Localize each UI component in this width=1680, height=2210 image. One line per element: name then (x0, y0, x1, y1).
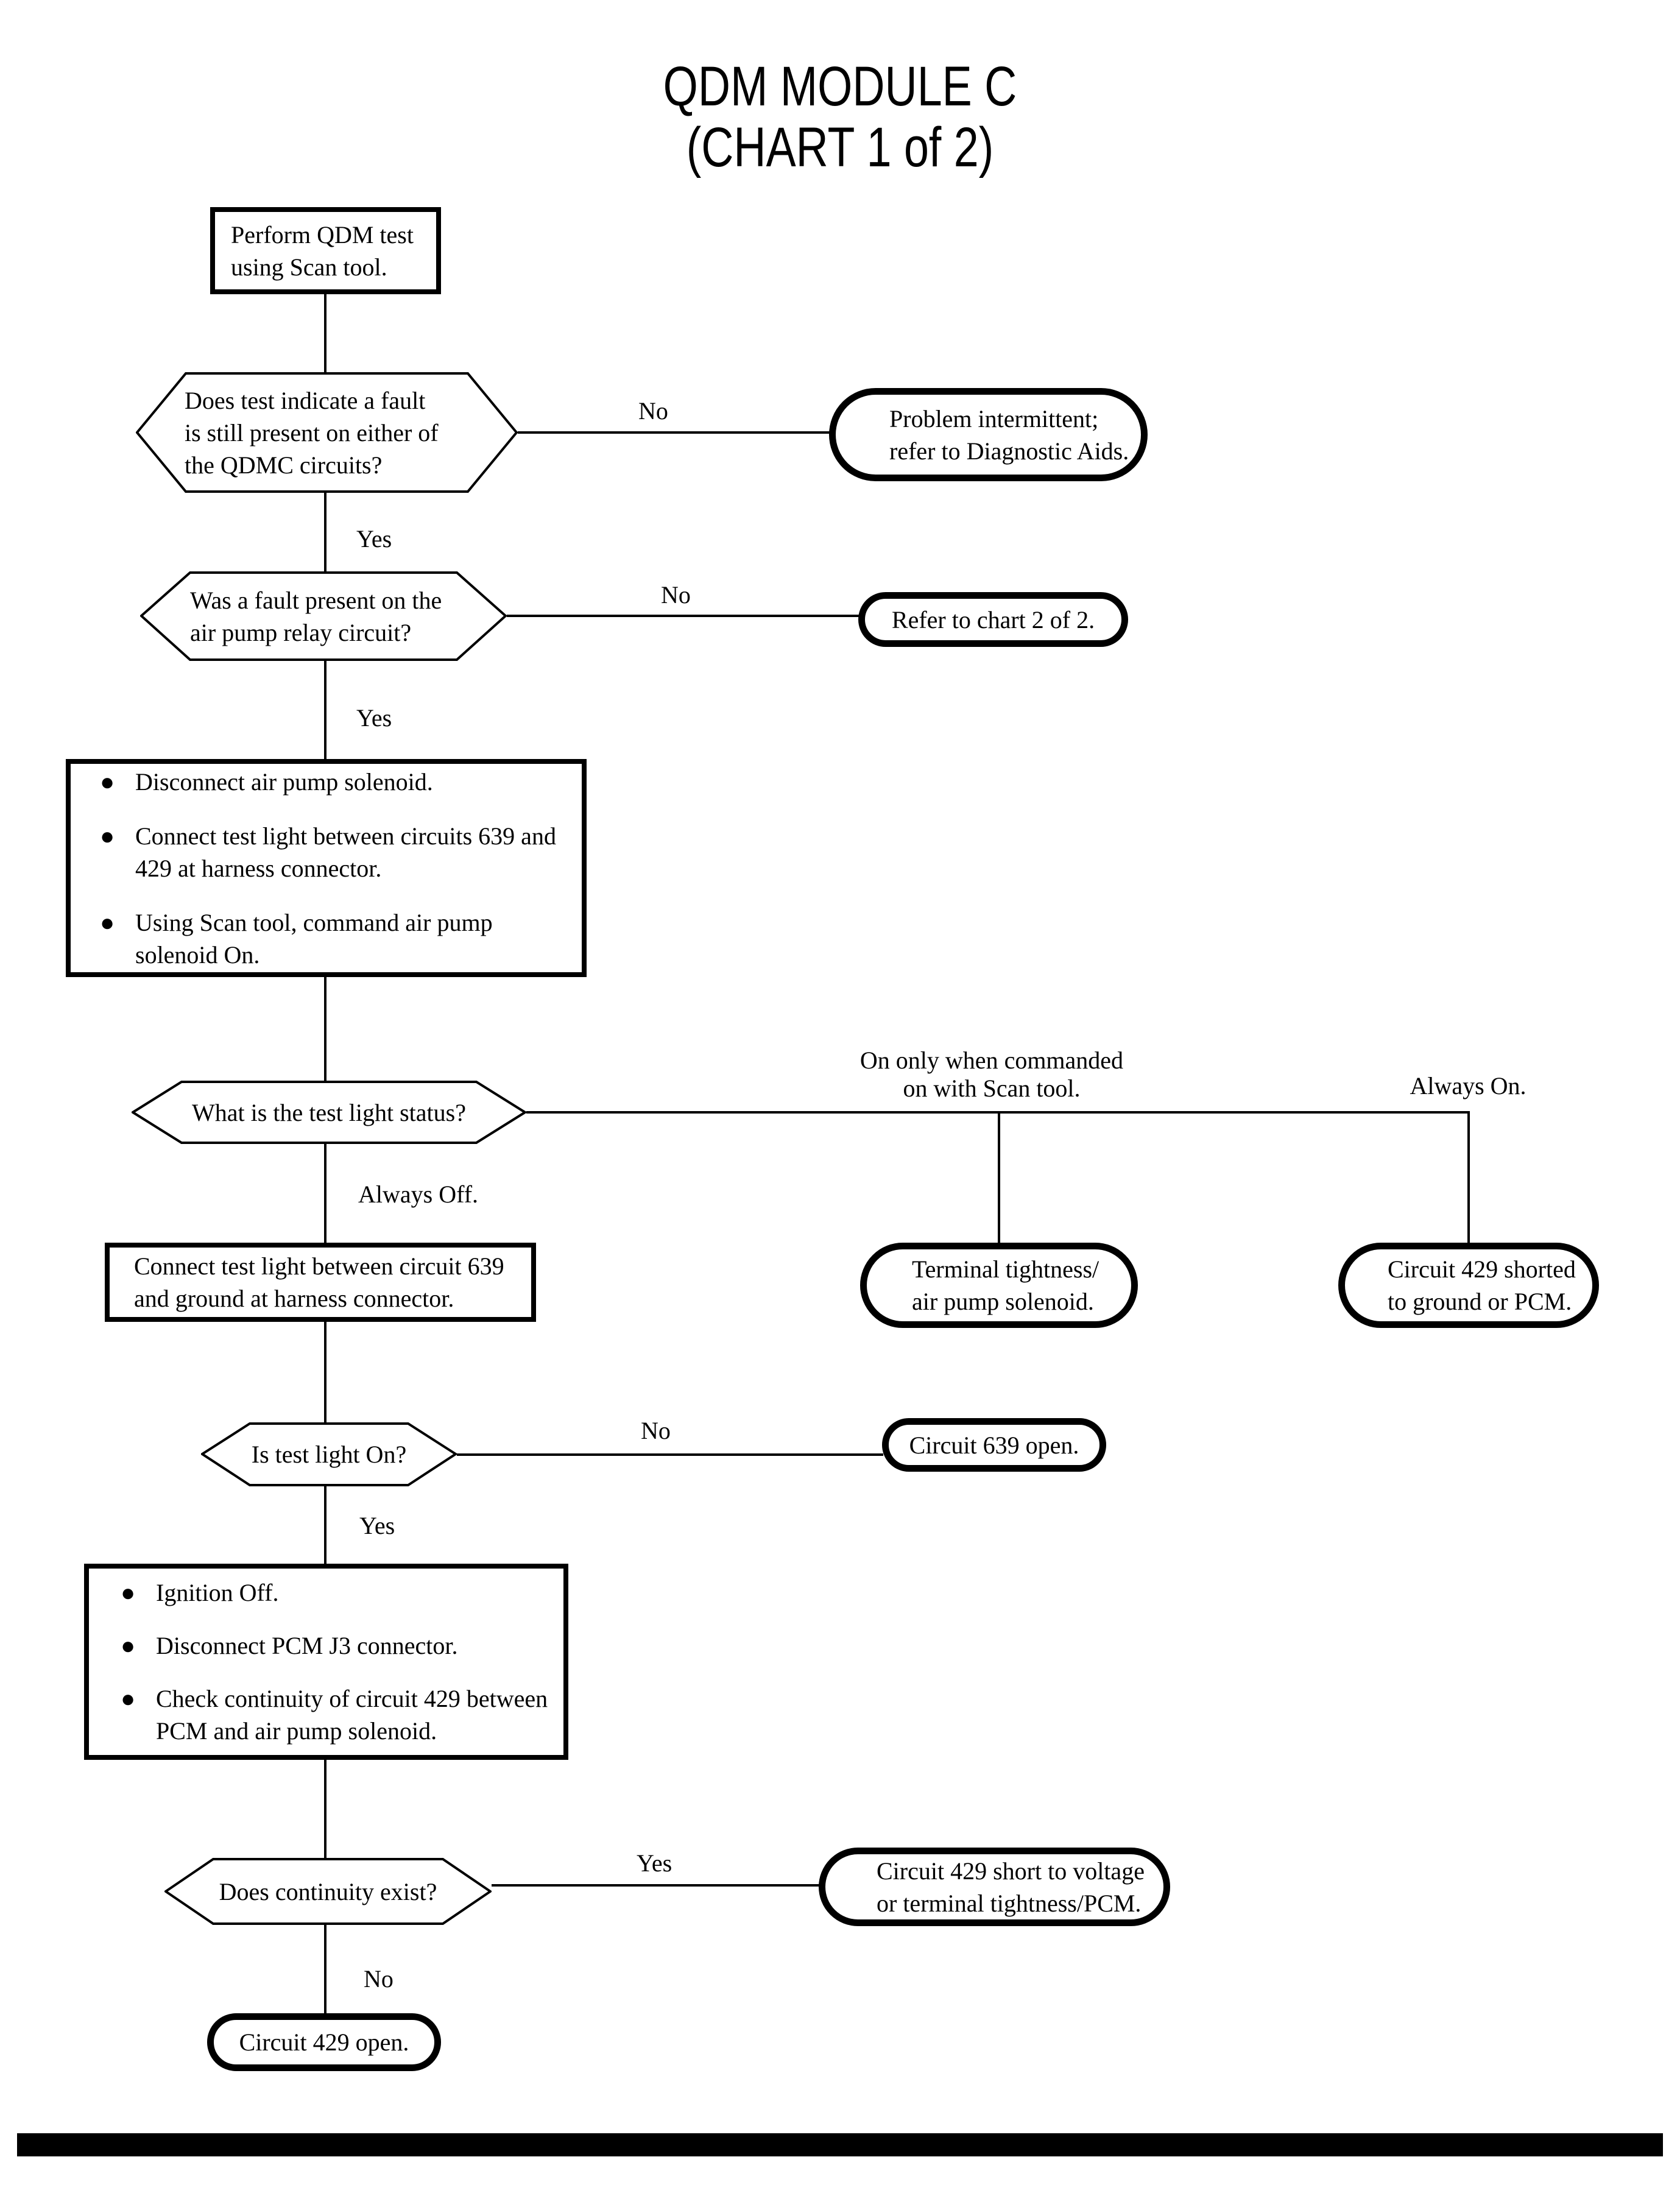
connector-line (518, 431, 830, 434)
terminal-429-open: Circuit 429 open. (207, 2013, 441, 2071)
branch-label-no: No (638, 397, 668, 425)
terminal-problem-intermittent: Problem intermittent; refer to Diagnosti… (829, 388, 1148, 481)
bullet-icon: ● (121, 1579, 136, 1606)
connector-line (324, 661, 326, 760)
bullet-line: Check continuity of circuit 429 between (156, 1685, 548, 1712)
bullet-line: Disconnect PCM J3 connector. (156, 1632, 458, 1659)
bullet-icon: ● (100, 908, 115, 936)
connector-line (457, 1453, 883, 1456)
bullet-item: ● Check continuity of circuit 429 betwee… (121, 1682, 559, 1747)
branch-label-no: No (364, 1965, 394, 1993)
start-box-line: using Scan tool. (231, 253, 387, 281)
terminal-line: Circuit 429 open. (239, 2028, 409, 2056)
bullet-icon: ● (121, 1632, 136, 1659)
terminal-429-shorted: Circuit 429 shorted to ground or PCM. (1338, 1243, 1599, 1328)
decision-line: Does continuity exist? (219, 1877, 437, 1905)
decision-hexagon (164, 1858, 492, 1925)
start-box: Perform QDM test using Scan tool. (210, 207, 441, 294)
branch-label-line: on with Scan tool. (903, 1075, 1081, 1102)
bullet-line: Disconnect air pump solenoid. (135, 768, 433, 796)
decision-line: What is the test light status? (192, 1098, 466, 1126)
terminal-line: Circuit 639 open. (909, 1431, 1079, 1459)
terminal-line: to ground or PCM. (1388, 1288, 1572, 1315)
decision-light-status: What is the test light status? (132, 1081, 526, 1144)
connector-line (324, 1486, 326, 1565)
bullet-line: Connect test light between circuits 639 … (135, 822, 556, 850)
decision-hexagon (136, 372, 518, 493)
action-box-connect-ground: Connect test light between circuit 639 a… (105, 1243, 536, 1322)
decision-continuity: Does continuity exist? (164, 1858, 492, 1925)
branch-label-yes: Yes (637, 1849, 672, 1877)
terminal-line: Refer to chart 2 of 2. (891, 605, 1095, 634)
bullet-item: ● Connect test light between circuits 63… (100, 820, 576, 884)
terminal-terminal-tightness: Terminal tightness/ air pump solenoid. (860, 1243, 1138, 1328)
connector-line (492, 1884, 820, 1887)
decision-line: the QDMC circuits? (185, 451, 383, 479)
branch-label-no: No (641, 1417, 671, 1444)
bullet-line: PCM and air pump solenoid. (156, 1717, 437, 1745)
start-box-line: Perform QDM test (231, 221, 414, 249)
connector-line (507, 615, 859, 617)
action-box-connect-test-light: ● Disconnect air pump solenoid. ● Connec… (66, 759, 587, 977)
terminal-line: Circuit 429 short to voltage (877, 1857, 1145, 1885)
bullet-line: solenoid On. (135, 941, 260, 969)
branch-label-line: On only when commanded (859, 1047, 1124, 1074)
page-title-line2: (CHART 1 of 2) (686, 116, 994, 178)
connector-line (324, 1760, 326, 1859)
bullet-line: 429 at harness connector. (135, 854, 382, 882)
terminal-line: air pump solenoid. (912, 1288, 1094, 1315)
scan-artifact-bar (17, 2133, 1663, 2156)
decision-light-on: Is test light On? (201, 1422, 457, 1486)
connector-line (324, 977, 326, 1082)
bullet-item: ● Disconnect air pump solenoid. (100, 766, 576, 798)
branch-label-commanded: On only when commanded on with Scan tool… (778, 1047, 1205, 1103)
terminal-line: Terminal tightness/ (912, 1255, 1099, 1283)
decision-line: is still present on either of (185, 418, 439, 447)
connector-line (324, 294, 326, 373)
bullet-item: ● Using Scan tool, command air pump sole… (100, 906, 576, 971)
bullet-line: Using Scan tool, command air pump (135, 908, 493, 936)
branch-label-yes: Yes (359, 1512, 395, 1539)
decision-line: air pump relay circuit? (190, 618, 412, 646)
branch-label-always-on: Always On. (1410, 1072, 1526, 1100)
bullet-icon: ● (100, 822, 115, 850)
connector-line (1467, 1112, 1470, 1244)
page-title: QDM MODULE C (CHART 1 of 2) (0, 56, 1680, 178)
action-box-check-continuity: ● Ignition Off. ● Disconnect PCM J3 conn… (84, 1564, 568, 1760)
connector-line (998, 1112, 1000, 1244)
terminal-line: or terminal tightness/PCM. (877, 1889, 1142, 1917)
bullet-icon: ● (121, 1685, 136, 1712)
decision-hexagon (201, 1422, 457, 1486)
action-line: and ground at harness connector. (134, 1285, 454, 1312)
connector-line (324, 1321, 326, 1424)
branch-label-always-off: Always Off. (358, 1181, 479, 1208)
decision-line: Is test light On? (251, 1441, 407, 1468)
connector-line (324, 1916, 326, 2014)
bullet-icon: ● (100, 768, 115, 796)
connector-line (324, 493, 326, 573)
decision-fault-present: Does test indicate a fault is still pres… (136, 372, 566, 493)
bullet-item: ● Ignition Off. (121, 1576, 559, 1609)
branch-label-no: No (661, 581, 691, 609)
terminal-refer-chart2: Refer to chart 2 of 2. (858, 592, 1128, 647)
action-line: Connect test light between circuit 639 (134, 1252, 504, 1280)
decision-hexagon (140, 571, 507, 661)
page-title-line1: QDM MODULE C (663, 55, 1017, 118)
terminal-639-open: Circuit 639 open. (882, 1418, 1106, 1472)
terminal-line: Circuit 429 shorted (1388, 1255, 1576, 1283)
connector-line (324, 1144, 326, 1244)
decision-line: Does test indicate a fault (185, 386, 426, 414)
bullet-line: Ignition Off. (156, 1579, 279, 1606)
terminal-line: refer to Diagnostic Aids. (889, 437, 1129, 465)
branch-label-yes: Yes (356, 704, 392, 732)
branch-label-yes: Yes (356, 525, 392, 552)
terminal-line: Problem intermittent; (889, 404, 1099, 432)
terminal-429-short-voltage: Circuit 429 short to voltage or terminal… (819, 1848, 1170, 1926)
decision-line: Was a fault present on the (190, 586, 442, 614)
bullet-item: ● Disconnect PCM J3 connector. (121, 1629, 559, 1662)
decision-relay-fault: Was a fault present on the air pump rela… (140, 571, 557, 661)
decision-hexagon (132, 1081, 526, 1144)
